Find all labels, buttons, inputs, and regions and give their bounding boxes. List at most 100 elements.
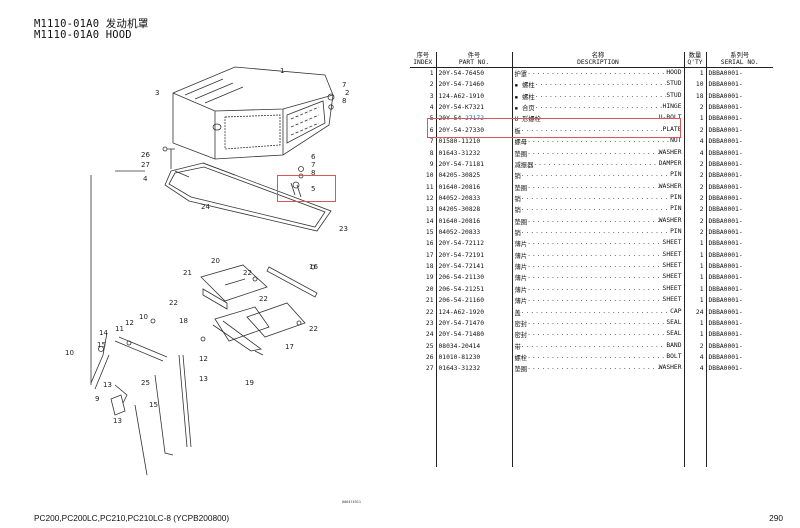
leader-dots: ........................................… bbox=[520, 125, 663, 133]
description-cn: 薄片 bbox=[514, 298, 528, 306]
part-number: 206-54-21251 bbox=[436, 283, 513, 295]
callout-16: 16 bbox=[309, 263, 318, 271]
part-header-en: PART NO. bbox=[458, 59, 490, 67]
quantity: 1 bbox=[684, 113, 707, 125]
description-en: WASHER bbox=[658, 364, 682, 372]
serial-number: DBBA0001- bbox=[708, 104, 743, 112]
row-highlight-box bbox=[427, 118, 681, 138]
description-en: CAP bbox=[670, 307, 682, 315]
callout-15: 15 bbox=[97, 341, 106, 349]
row-index: 19 bbox=[410, 272, 437, 284]
callout-2: 2 bbox=[345, 89, 349, 97]
serial-number: DBBA0001- bbox=[708, 69, 743, 77]
description-en: PIN bbox=[670, 171, 682, 179]
quantity: 1 bbox=[684, 238, 707, 250]
row-index: 16 bbox=[410, 238, 437, 250]
callout-22b: 22 bbox=[169, 299, 178, 307]
serial-number: DBBA0001- bbox=[708, 81, 743, 89]
quantity: 2 bbox=[684, 158, 707, 171]
part-number: 01010-81230 bbox=[436, 351, 513, 364]
quantity: 4 bbox=[684, 351, 707, 364]
index-header-en: INDEX bbox=[413, 59, 433, 67]
row-index: 7 bbox=[410, 135, 437, 148]
callout-22: 22 bbox=[243, 269, 252, 277]
leader-dots: ........................................… bbox=[534, 103, 663, 111]
quantity: 2 bbox=[684, 226, 707, 239]
callout-13: 13 bbox=[199, 375, 208, 383]
callout-13c: 13 bbox=[113, 417, 122, 425]
part-number: 20Y-54-76450 bbox=[436, 67, 513, 80]
callout-11: 11 bbox=[115, 325, 124, 333]
description-cn: ▪ 螺柱 bbox=[514, 93, 535, 101]
leader-dots: ........................................… bbox=[527, 296, 662, 304]
quantity: 1 bbox=[684, 249, 707, 261]
serial-number: DBBA0001- bbox=[708, 365, 743, 373]
part-number: 01643-31232 bbox=[436, 363, 513, 375]
serial-number: DBBA0001- bbox=[708, 115, 743, 123]
description-cn: 减振器 bbox=[514, 161, 534, 169]
part-number: 20Y-54-71181 bbox=[436, 158, 513, 171]
callout-18: 18 bbox=[179, 317, 188, 325]
part-number: 20Y-54-71480 bbox=[436, 329, 513, 341]
serial-number: DBBA0001- bbox=[708, 285, 743, 293]
description-cn: 销 bbox=[514, 207, 521, 215]
description-en: SHEET bbox=[662, 284, 682, 292]
leader-dots: ........................................… bbox=[527, 148, 659, 156]
serial-number: DBBA0001- bbox=[708, 319, 743, 327]
row-index: 13 bbox=[410, 204, 437, 216]
description-cn: 带 bbox=[514, 343, 521, 351]
serial-number: DBBA0001- bbox=[708, 297, 743, 305]
leader-dots: ........................................… bbox=[520, 171, 670, 179]
leader-dots: ........................................… bbox=[520, 228, 670, 236]
serial-number: DBBA0001- bbox=[708, 138, 743, 146]
description-cn: ▪ 合页 bbox=[514, 105, 535, 113]
quantity: 2 bbox=[684, 181, 707, 193]
callout-20: 20 bbox=[211, 257, 220, 265]
row-index: 20 bbox=[410, 283, 437, 295]
description-cn: 垫圈 bbox=[514, 150, 528, 158]
serial-header-cn: 系列号 bbox=[730, 52, 750, 59]
quantity: 1 bbox=[684, 272, 707, 284]
row-index: 1 bbox=[410, 67, 437, 80]
description-en: SHEET bbox=[662, 250, 682, 258]
serial-number: DBBA0001- bbox=[708, 308, 743, 316]
page-number: 290 bbox=[769, 513, 783, 523]
drawing-code: 006474911 bbox=[342, 500, 361, 504]
callout-27: 27 bbox=[141, 161, 150, 169]
description-en: WASHER bbox=[658, 148, 682, 156]
description-en: SEAL bbox=[666, 318, 682, 326]
callout-7: 7 bbox=[342, 81, 346, 89]
leader-dots: ........................................… bbox=[533, 159, 659, 167]
description-en: SEAL bbox=[666, 330, 682, 338]
quantity: 18 bbox=[684, 90, 707, 102]
quantity: 2 bbox=[684, 124, 707, 136]
row-index: 14 bbox=[410, 215, 437, 227]
part-number: 20Y-54-72191 bbox=[436, 249, 513, 261]
callout-24: 24 bbox=[201, 203, 210, 211]
description-cn: 螺栓 bbox=[514, 354, 528, 362]
callout-10b: 10 bbox=[65, 349, 74, 357]
sheet-panels bbox=[200, 264, 268, 302]
serial-number: DBBA0001- bbox=[708, 126, 743, 134]
description-cn: 薄片 bbox=[514, 286, 528, 294]
callout-22d: 22 bbox=[309, 325, 318, 333]
callout-19: 19 bbox=[245, 379, 254, 387]
row-index: 22 bbox=[410, 306, 437, 318]
leader-dots: ........................................… bbox=[527, 284, 662, 292]
description-en: U-BOLT bbox=[658, 114, 682, 122]
serial-number: DBBA0001- bbox=[708, 217, 743, 225]
description-cn: 销 bbox=[514, 195, 521, 203]
row-index: 25 bbox=[410, 340, 437, 352]
description-en: PLATE bbox=[662, 125, 682, 133]
serial-number: DBBA0001- bbox=[708, 263, 743, 271]
